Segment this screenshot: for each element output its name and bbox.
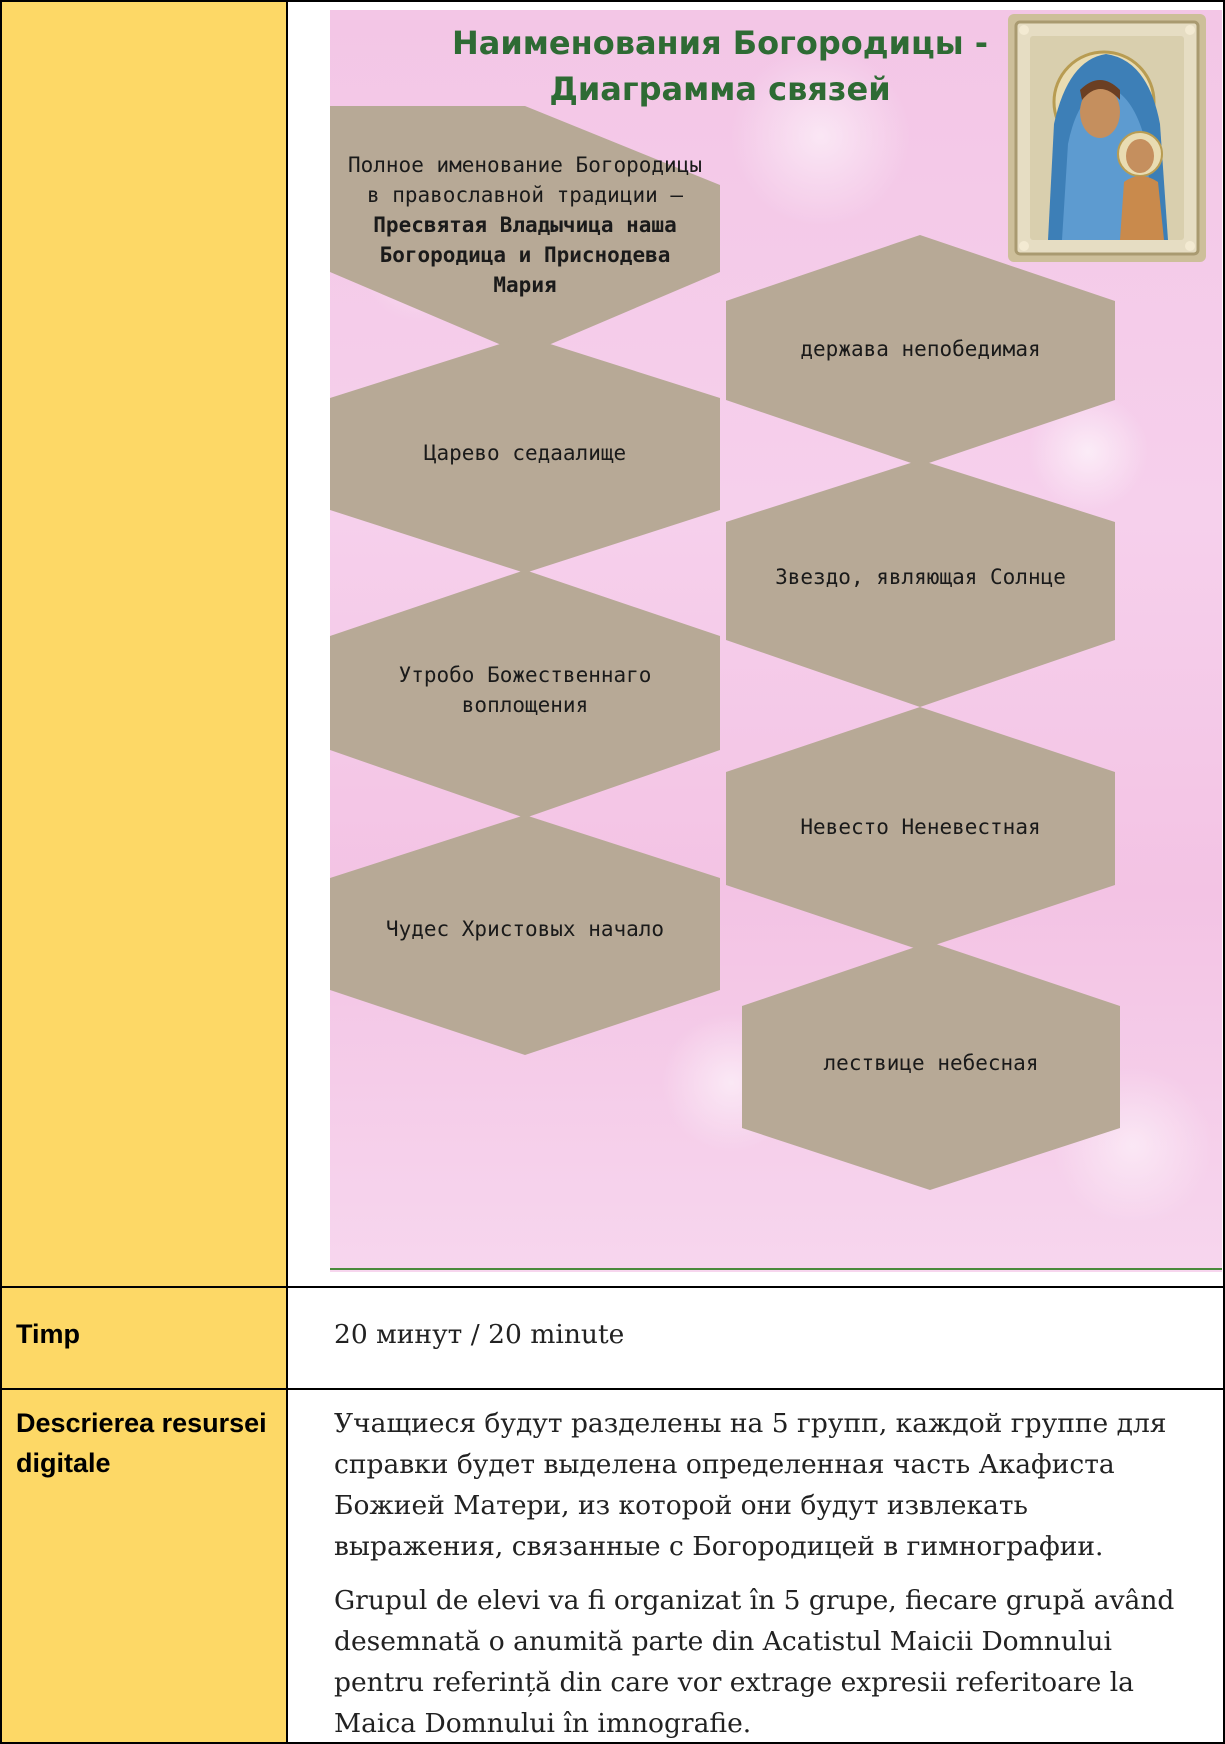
hex-nevesto — [726, 707, 1115, 950]
infographic-title-line2: Диаграмма связей — [549, 70, 891, 108]
hex-intro — [330, 106, 720, 355]
hexagon-shapes — [330, 106, 1120, 1190]
desc-label-line2: digitale — [16, 1448, 111, 1478]
intro-bold-line3: Мария — [493, 273, 557, 297]
desc-ru-line2: справки будет выделена определенная част… — [334, 1449, 1115, 1480]
hex-zvezdo — [726, 460, 1115, 707]
hex-tsarevo-label: Царево седаалище — [423, 441, 627, 465]
desc-label: Descrierea resursei digitale — [16, 1403, 267, 1483]
desc-ro-line3: pentru referință din care vor extrage ex… — [334, 1667, 1134, 1698]
infographic-title-line1: Наименования Богородицы - — [451, 24, 989, 62]
desc-russian-paragraph: Учащиеся будут разделены на 5 групп, каж… — [334, 1403, 1214, 1567]
desc-ru-line1: Учащиеся будут разделены на 5 групп, каж… — [334, 1408, 1167, 1439]
hex-lestvitse — [742, 942, 1120, 1190]
intro-line2: в православной традиции — — [366, 183, 684, 207]
desc-ro-line2: desemnată o anumită parte din Acatistul … — [334, 1626, 1112, 1657]
desc-content-cell — [286, 1388, 1225, 1744]
infographic-divider — [330, 1268, 1222, 1270]
desc-label-cell — [0, 1388, 288, 1744]
hex-nevesto-label: Невесто Неневестная — [800, 815, 1041, 839]
hex-tsarevo — [330, 336, 720, 573]
timp-label: Timp — [16, 1319, 81, 1349]
intro-line1: Полное именование Богородицы — [347, 153, 702, 177]
desc-romanian-paragraph: Grupul de elevi va fi organizat în 5 gru… — [334, 1580, 1214, 1744]
infographic: Наименования Богородицы - Диаграмма связ… — [330, 10, 1222, 1272]
desc-label-line1: Descrierea resursei — [16, 1408, 267, 1438]
kazan-theotokos-icon — [1008, 14, 1206, 262]
hex-zvezdo-label: Звездо, являющая Солнце — [775, 565, 1066, 589]
hex-utrobo-line1: Утробо Божественнаго — [398, 663, 652, 687]
hex-derzhava — [726, 235, 1115, 466]
infographic-title: Наименования Богородицы - Диаграмма связ… — [330, 20, 1110, 112]
intro-bold-line1: Пресвятая Владычица наша — [373, 213, 677, 237]
hex-utrobo-line2: воплощения — [461, 693, 589, 717]
hex-chudes-label: Чудес Христовых начало — [385, 917, 665, 941]
hex-derzhava-label: держава непобедимая — [800, 337, 1041, 361]
row1-label-cell — [0, 0, 288, 1288]
desc-ru-line3: Божией Матери, из которой они будут извл… — [334, 1490, 1028, 1521]
desc-ru-line4: выражения, связанные с Богородицей в гим… — [334, 1531, 1104, 1562]
desc-ro-line4: Maica Domnului în imnografie. — [334, 1708, 752, 1739]
timp-value: 20 минут / 20 minute — [334, 1319, 625, 1350]
hex-utrobo — [330, 570, 720, 818]
desc-ro-line1: Grupul de elevi va fi organizat în 5 gru… — [334, 1585, 1175, 1616]
intro-text: Полное именование Богородицы в православ… — [330, 150, 720, 300]
hex-lestvitse-label: лествице небесная — [823, 1051, 1039, 1075]
hex-chudes — [330, 815, 720, 1055]
hex-utrobo-label: Утробо Божественнаго воплощения — [330, 660, 720, 720]
intro-bold-line2: Богородица и Приснодева — [379, 243, 671, 267]
